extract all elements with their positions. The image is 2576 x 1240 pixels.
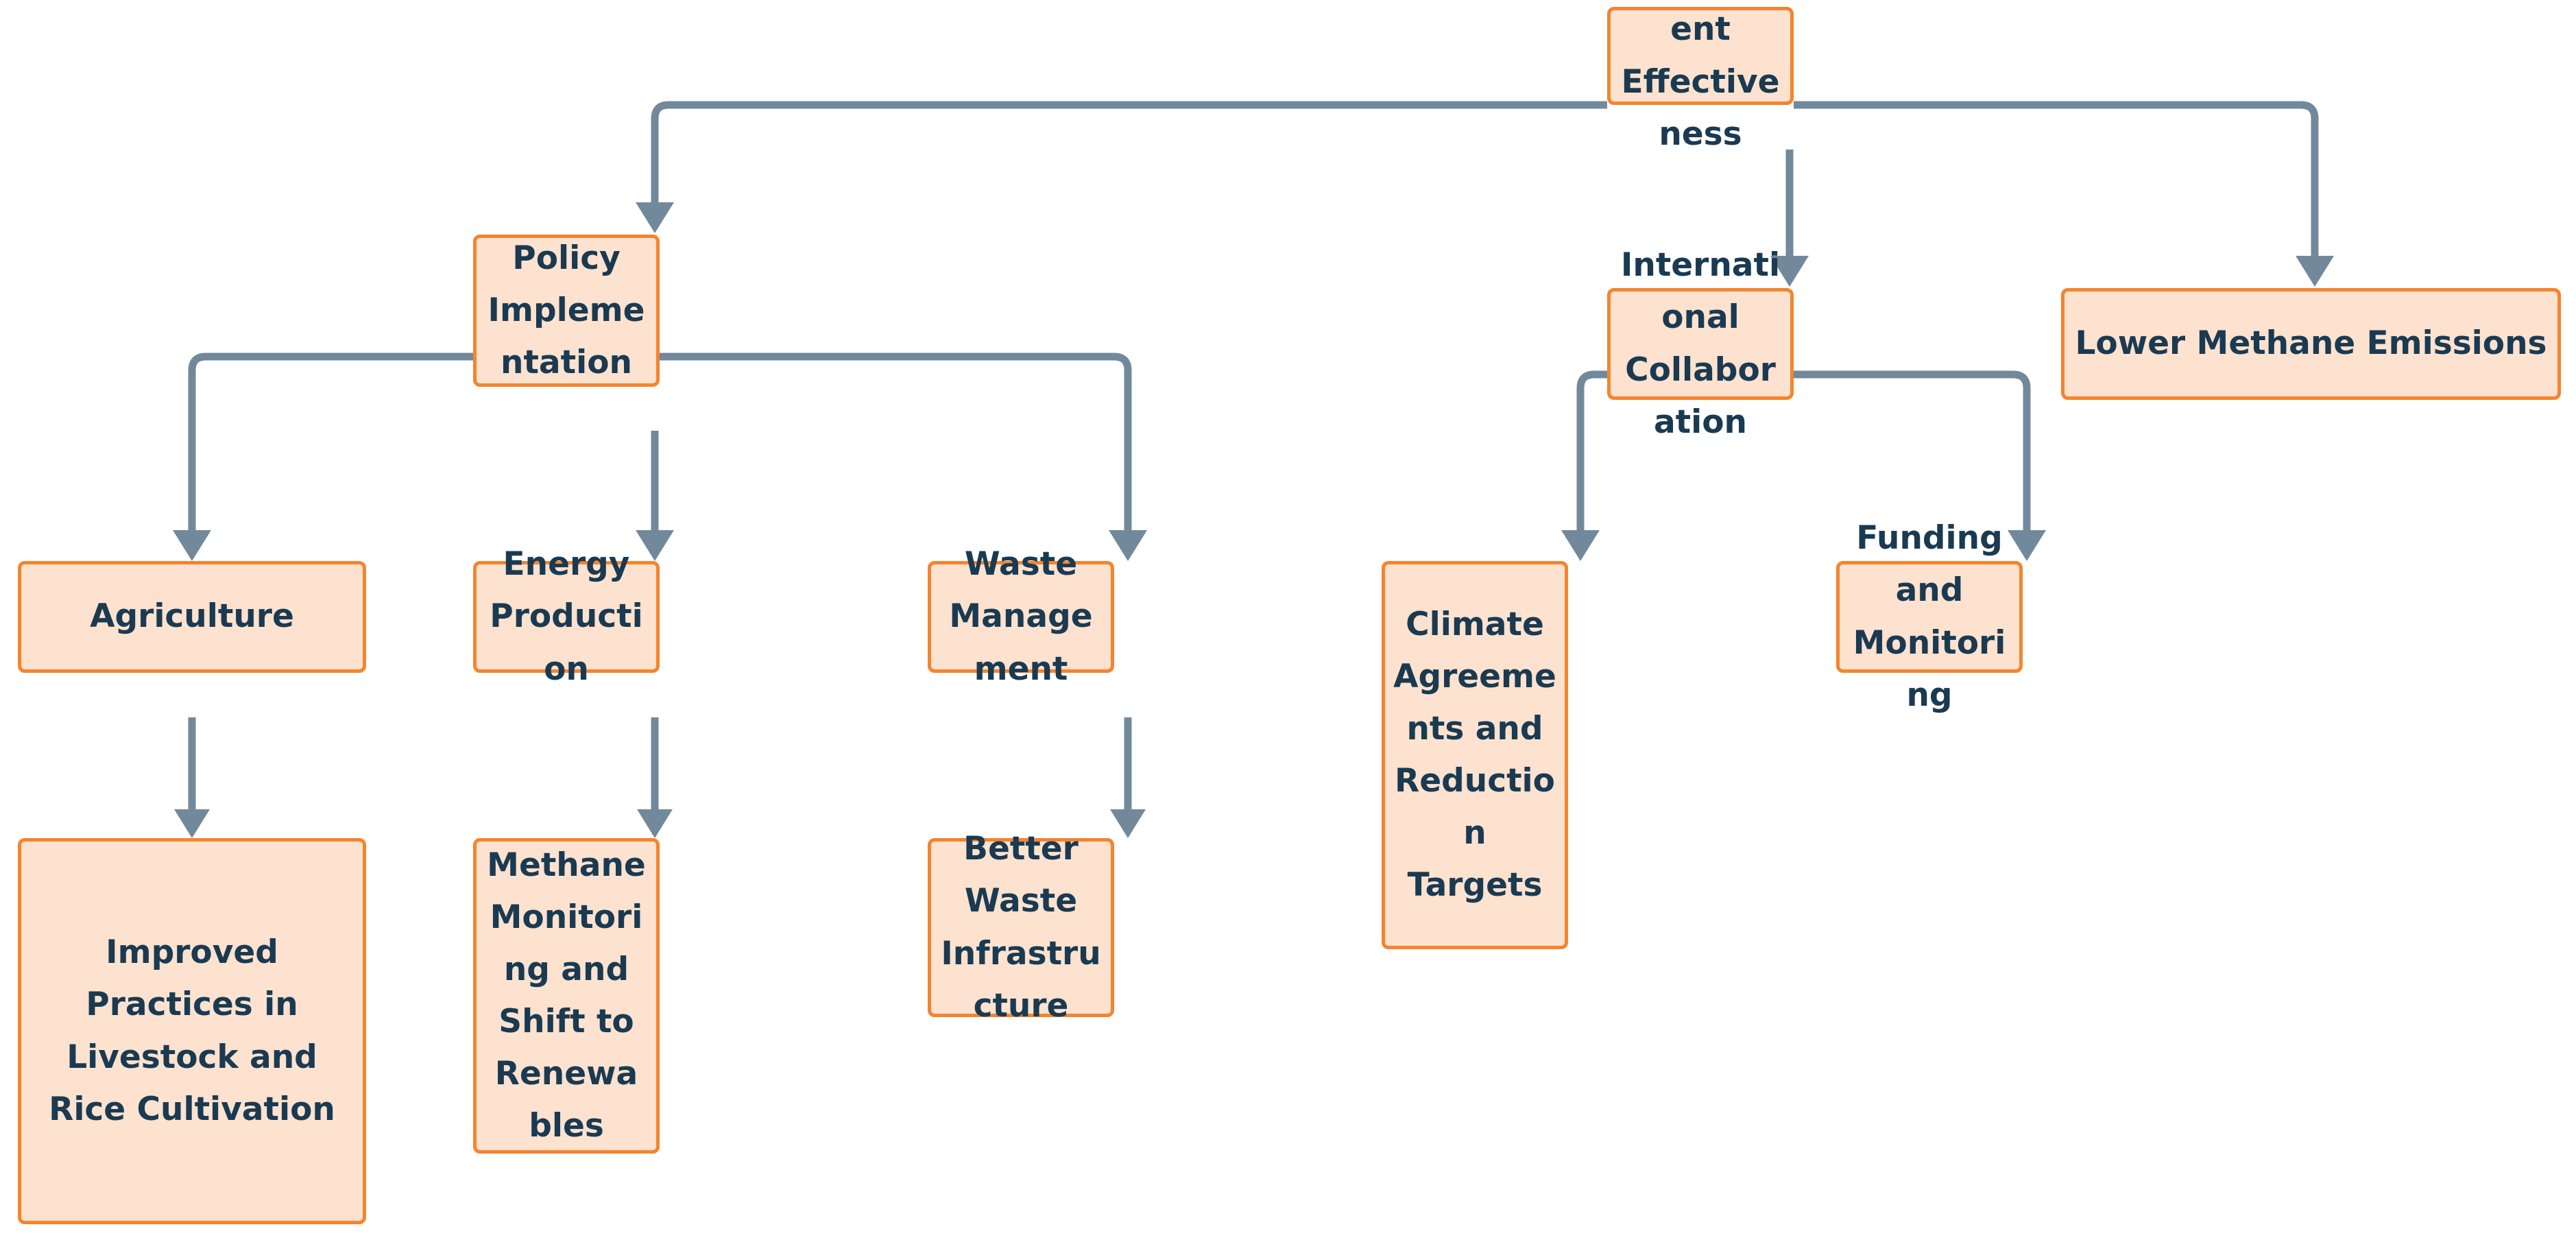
arrowhead-icon bbox=[1109, 530, 1147, 561]
node-government-effectiveness[interactable]: Government Effectiveness bbox=[1607, 7, 1794, 153]
arrowhead-icon bbox=[2296, 256, 2334, 287]
node-label: Better Waste Infrastructure bbox=[941, 830, 1101, 1025]
node-label: Climate Agreements and Reduction Targets bbox=[1393, 605, 1556, 905]
node-label: Policy Implementation bbox=[487, 239, 645, 382]
edge-agriculture-to-improved-practices bbox=[174, 717, 210, 838]
node-label: Methane Monitoring and Shift to Renewabl… bbox=[487, 846, 646, 1145]
node-lower-methane-emissions[interactable]: Lower Methane Emissions bbox=[2061, 288, 2561, 400]
edge-line bbox=[660, 353, 1132, 535]
node-label: Funding and Monitoring bbox=[1853, 519, 2006, 714]
node-funding-and-monitoring[interactable]: Funding and Monitoring bbox=[1836, 519, 2023, 714]
arrowhead-icon bbox=[637, 809, 673, 838]
node-label: International Collaboration bbox=[1620, 246, 1781, 441]
node-policy-implementation[interactable]: Policy Implementation bbox=[473, 235, 660, 387]
edge-international-to-climate bbox=[1561, 370, 1607, 561]
node-methane-monitoring-and-shift-to-renewables[interactable]: Methane Monitoring and Shift to Renewabl… bbox=[473, 838, 660, 1154]
edge-gov-to-policy bbox=[636, 101, 1607, 233]
node-energy-production[interactable]: Energy Production bbox=[473, 545, 660, 688]
node-international-collaboration[interactable]: International Collaboration bbox=[1607, 246, 1794, 441]
node-label: Energy Production bbox=[490, 545, 643, 688]
node-waste-management[interactable]: Waste Management bbox=[928, 545, 1114, 688]
arrowhead-icon bbox=[1110, 809, 1146, 838]
node-label: Government Effectiveness bbox=[1621, 10, 1780, 153]
edge-policy-to-waste bbox=[660, 353, 1147, 561]
arrowhead-icon bbox=[1561, 530, 1600, 561]
arrowhead-icon bbox=[174, 809, 210, 838]
node-label: Improved Practices in Livestock and Rice… bbox=[49, 933, 335, 1128]
edge-line bbox=[1576, 370, 1607, 535]
node-agriculture[interactable]: Agriculture bbox=[18, 561, 366, 673]
node-label: Lower Methane Emissions bbox=[2075, 324, 2547, 363]
edge-line bbox=[188, 353, 473, 535]
edge-energy-to-methane-monitoring bbox=[637, 717, 673, 838]
edge-line bbox=[651, 101, 1607, 206]
arrowhead-icon bbox=[636, 202, 674, 233]
edge-gov-to-lower-methane bbox=[1794, 101, 2334, 287]
edge-policy-to-agriculture bbox=[173, 353, 473, 561]
edge-waste-to-better-infrastructure bbox=[1110, 717, 1146, 838]
node-better-waste-infrastructure[interactable]: Better Waste Infrastructure bbox=[928, 830, 1114, 1025]
arrowhead-icon bbox=[173, 530, 211, 561]
node-label: Waste Management bbox=[949, 545, 1093, 688]
edge-line bbox=[1794, 101, 2319, 261]
node-improved-practices-in-livestock-and-rice-cultivation[interactable]: Improved Practices in Livestock and Rice… bbox=[18, 838, 366, 1224]
edge-line bbox=[1794, 370, 2031, 535]
node-climate-agreements-and-reduction-targets[interactable]: Climate Agreements and Reduction Targets bbox=[1382, 561, 1568, 949]
node-label: Agriculture bbox=[90, 597, 294, 636]
